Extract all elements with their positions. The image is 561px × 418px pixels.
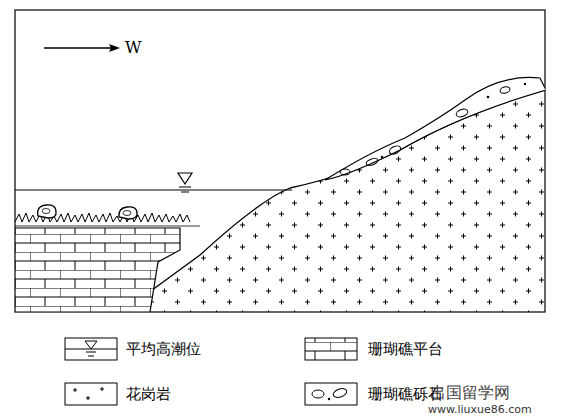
granite	[118, 88, 545, 312]
legend-granite-symbol	[65, 383, 117, 405]
gravel	[340, 169, 350, 175]
legend-text: 珊瑚礁平台	[368, 342, 443, 357]
gravel	[365, 157, 378, 167]
gravel	[455, 108, 469, 119]
legend-text: 平均高潮位	[126, 342, 201, 357]
coral-gravel	[325, 77, 545, 180]
legend-gravel-symbol	[305, 383, 357, 405]
boulder	[119, 207, 137, 219]
gravel	[499, 86, 510, 94]
slope-line	[118, 88, 545, 312]
arrow-head	[109, 44, 120, 52]
tide-symbol	[178, 173, 192, 192]
boulder	[38, 205, 56, 218]
direction-label: W	[125, 40, 141, 56]
gravel	[388, 144, 402, 155]
gravel-dot	[381, 156, 384, 159]
watermark-url: www.liuxue86.com	[428, 404, 532, 415]
legend-brick-symbol	[305, 338, 357, 360]
direction-arrow	[44, 47, 112, 48]
sea-level-line	[15, 190, 292, 191]
legend-tide-symbol	[65, 338, 117, 360]
gravel-dot	[487, 96, 490, 99]
boulder-detail	[123, 211, 131, 216]
reef-surface-base-line	[15, 226, 200, 227]
legend-text: 珊瑚礁砾石	[368, 387, 443, 402]
coral-reef-platform	[15, 228, 180, 312]
legend-text: 花岗岩	[126, 387, 171, 402]
boulder-detail	[42, 209, 50, 214]
gravel-dot	[524, 83, 526, 85]
